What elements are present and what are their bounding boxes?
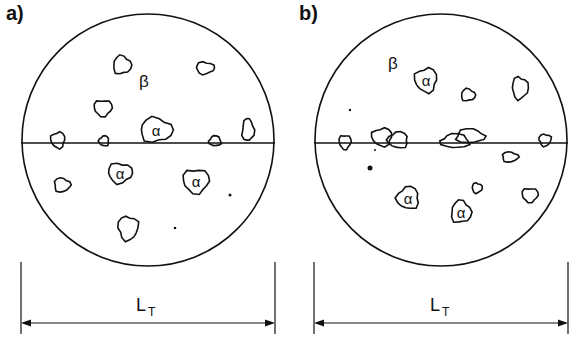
field-outline (22, 14, 274, 266)
phase-label: α (116, 166, 125, 181)
arrowhead (314, 320, 324, 327)
micrograph-field: β α α α (21, 13, 275, 267)
alpha-grain: α (412, 65, 440, 95)
dimension-symbol: L (430, 296, 440, 314)
alpha-grain (114, 55, 132, 74)
alpha-particle (374, 149, 376, 151)
alpha-grain (98, 136, 108, 146)
grain-outline (452, 200, 473, 222)
arrowhead (21, 320, 31, 327)
micrograph-field: β α α α (314, 13, 568, 267)
dimension-subscript: T (442, 306, 449, 318)
alpha-grain (539, 134, 552, 147)
field-outline (315, 14, 567, 266)
phase-label: β (388, 55, 398, 72)
alpha-grain (462, 88, 476, 101)
alpha-grain (502, 152, 519, 162)
alpha-grain (197, 62, 215, 75)
alpha-grain: α (394, 184, 422, 212)
alpha-grain (456, 129, 486, 143)
phase-label: α (422, 73, 431, 88)
alpha-grain (386, 132, 407, 148)
phase-label: α (457, 205, 466, 220)
test-line (21, 142, 275, 144)
alpha-grain: α (105, 160, 135, 186)
dimension-symbol: L (136, 296, 146, 314)
alpha-grain (472, 183, 482, 194)
phase-label: α (192, 174, 201, 189)
extension-line (274, 262, 275, 334)
alpha-grain (339, 136, 351, 150)
alpha-grain (242, 119, 255, 141)
grain-outline (109, 163, 133, 184)
extension-line (20, 262, 21, 334)
grain-outline (414, 68, 436, 94)
alpha-particle (349, 109, 351, 111)
alpha-grain (94, 101, 112, 117)
dimension-line (23, 322, 273, 323)
phase-label: β (139, 73, 149, 90)
panel-label: a) (6, 3, 24, 23)
field-outline (314, 13, 568, 267)
arrowhead (265, 320, 275, 327)
extension-line (567, 262, 568, 334)
extension-line (313, 262, 314, 334)
alpha-grain: α (137, 115, 175, 145)
alpha-grain (54, 178, 71, 192)
phase-label: α (152, 123, 161, 138)
alpha-grain (512, 76, 528, 100)
grain-outline (183, 170, 210, 194)
alpha-particle (229, 194, 232, 197)
arrowhead (558, 320, 568, 327)
field-outline (21, 13, 275, 267)
alpha-particle (368, 166, 373, 171)
grain-outline (395, 186, 418, 208)
alpha-grain (209, 136, 222, 146)
grain-outline (141, 116, 173, 142)
alpha-grain: α (448, 198, 474, 226)
alpha-grain (118, 216, 139, 242)
alpha-grain (522, 189, 538, 203)
alpha-grain (440, 134, 470, 148)
phase-label: α (404, 191, 413, 206)
panel-label: b) (299, 3, 318, 23)
dimension-line (316, 322, 566, 323)
alpha-grain (51, 132, 65, 149)
dimension-subscript: T (148, 306, 155, 318)
alpha-grain: α (180, 166, 212, 196)
alpha-particle (174, 227, 177, 230)
